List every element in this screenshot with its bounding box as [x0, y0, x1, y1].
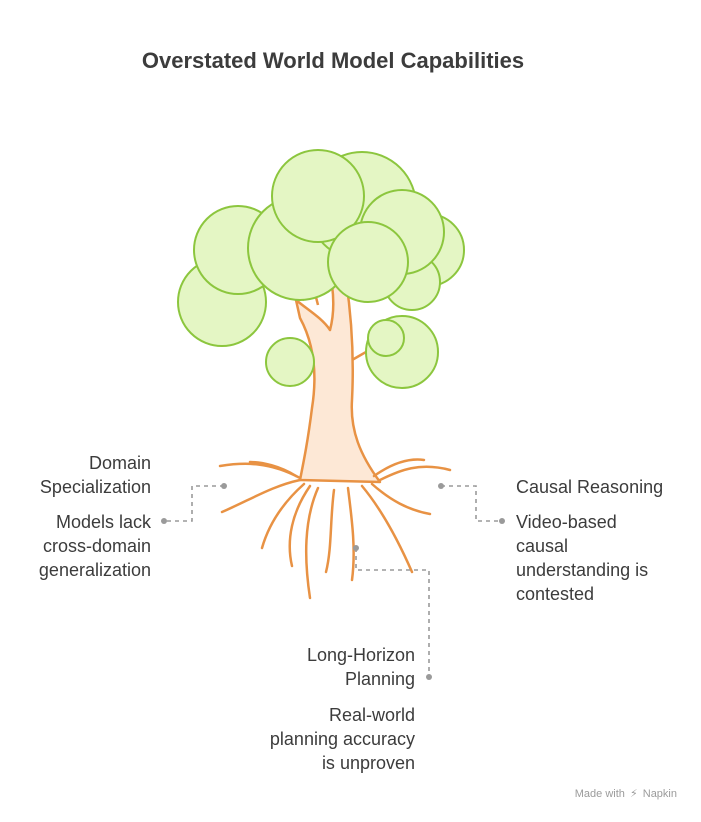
planning-heading-line-2: Planning: [344, 669, 415, 689]
causal-reasoning-heading: Causal Reasoning: [516, 475, 696, 499]
connector-dot-domain: [221, 483, 227, 489]
tree-trunk: [294, 278, 382, 484]
planning-detail-line-3: is unproven: [321, 753, 415, 773]
domain-heading-line-2: Specialization: [39, 477, 151, 497]
domain-specialization-detail: Models lack cross-domain generalization: [10, 510, 151, 582]
domain-detail-line-2: cross-domain: [42, 536, 151, 556]
causal-reasoning-detail: Video-based causal understanding is cont…: [516, 510, 696, 606]
planning-heading-line-1: Long-Horizon: [306, 645, 415, 665]
watermark-brand: Napkin: [642, 788, 677, 800]
connector-end-causal: [499, 518, 505, 524]
domain-heading-line-1: Domain: [88, 453, 151, 473]
tree-canopy: [177, 149, 465, 389]
long-horizon-planning-heading: Long-Horizon Planning: [230, 643, 415, 691]
causal-detail-line-3: understanding is: [516, 560, 649, 580]
connector-dot-causal: [438, 483, 444, 489]
connector-end-planning: [426, 674, 432, 680]
causal-detail-line-4: contested: [516, 584, 595, 604]
long-horizon-planning-detail: Real-world planning accuracy is unproven: [230, 703, 415, 775]
connector-end-domain: [161, 518, 167, 524]
connector-dot-planning: [353, 545, 359, 551]
diagram-title: Overstated World Model Capabilities: [141, 48, 525, 73]
tree-roots: [218, 458, 452, 600]
domain-detail-line-1: Models lack: [55, 512, 151, 532]
watermark-prefix: Made with: [574, 788, 625, 800]
napkin-watermark[interactable]: Made with ⚡ Napkin: [575, 787, 677, 800]
planning-detail-line-1: Real-world: [328, 705, 415, 725]
napkin-logo-icon: ⚡: [629, 788, 638, 800]
causal-detail-line-1: Video-based: [516, 512, 617, 532]
connector-lines: [164, 485, 502, 677]
planning-detail-line-2: planning accuracy: [269, 729, 415, 749]
domain-detail-line-3: generalization: [38, 560, 151, 580]
domain-specialization-heading: Domain Specialization: [10, 451, 151, 499]
causal-detail-line-2: causal: [516, 536, 569, 556]
causal-heading-line-1: Causal Reasoning: [516, 477, 664, 497]
